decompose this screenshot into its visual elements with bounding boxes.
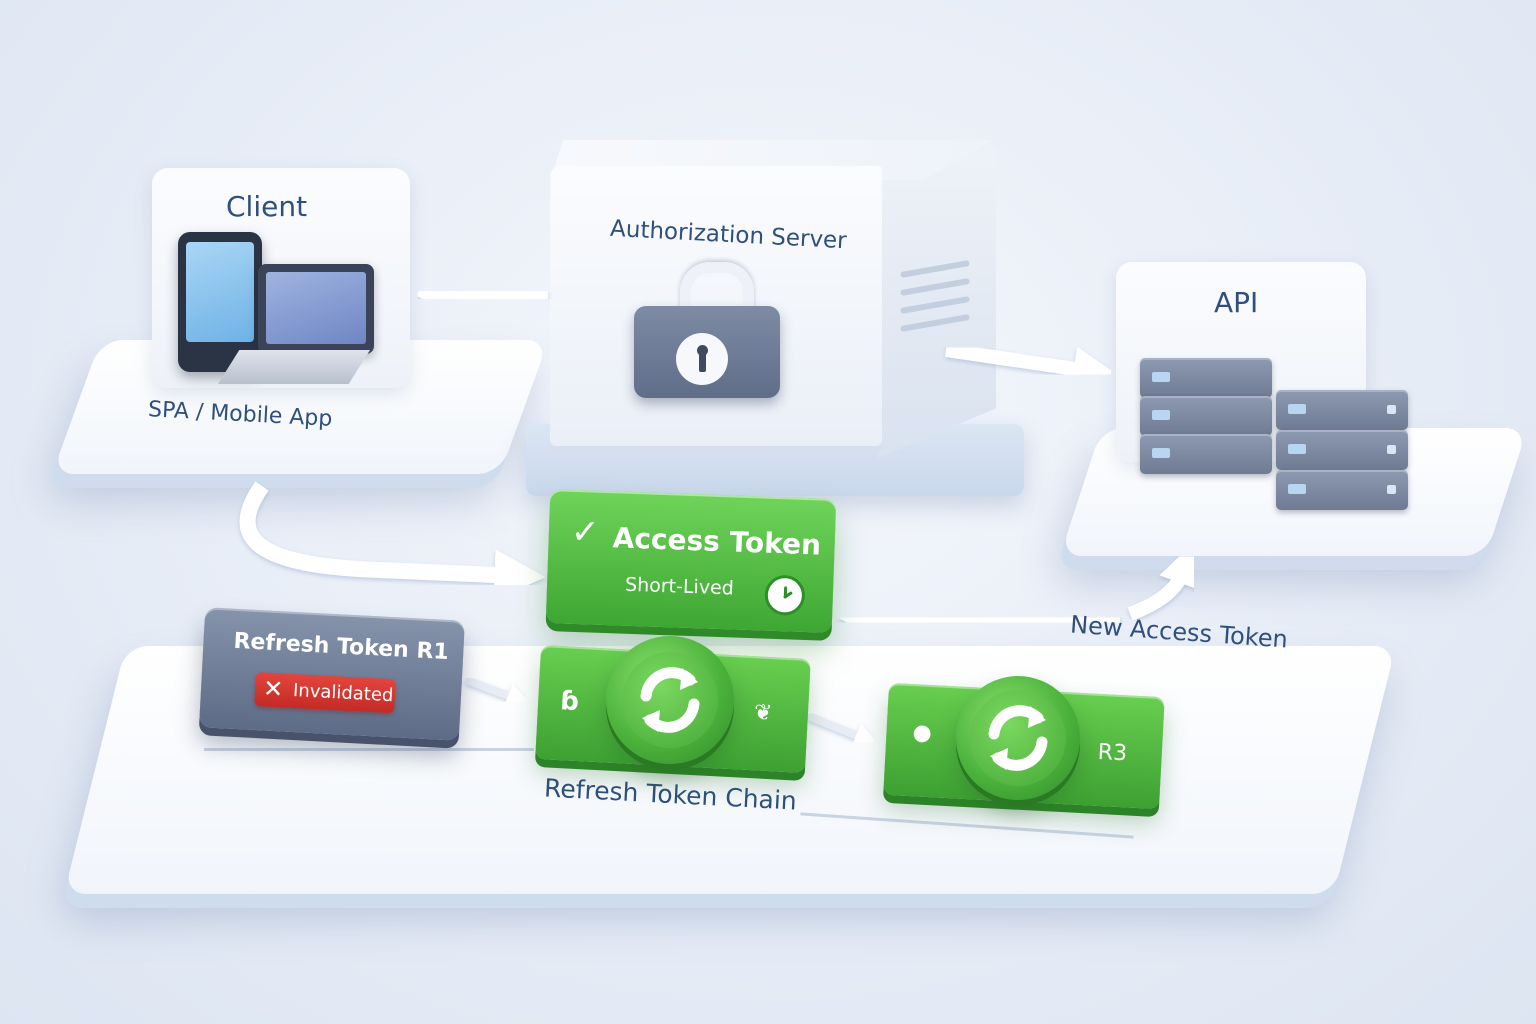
chain-rule-line xyxy=(204,748,534,751)
access-token-card: ✓ Access Token Short-Lived xyxy=(545,489,837,633)
refresh-icon xyxy=(988,705,1048,771)
arrow-server-to-api xyxy=(944,343,1119,391)
invalidated-badge: ✕ Invalidated xyxy=(254,672,396,714)
refresh-icon xyxy=(640,667,700,733)
keyhole-stem xyxy=(699,352,706,372)
refresh-token-r1-card: Refresh Token R1 ✕ Invalidated xyxy=(199,607,465,741)
access-token-title: Access Token xyxy=(612,521,822,562)
server-rack-icon xyxy=(1276,430,1408,470)
server-rack-icon xyxy=(1140,358,1272,398)
phone-screen xyxy=(186,242,254,342)
arrow-r1-to-r2 xyxy=(464,676,533,708)
token-glyph-left: ɓ xyxy=(559,686,580,718)
laptop-screen xyxy=(266,272,366,344)
invalidated-badge-label: Invalidated xyxy=(292,680,394,707)
access-token-subtitle: Short-Lived xyxy=(624,573,735,600)
server-rack-icon xyxy=(1276,390,1408,430)
arrow-new-access-token xyxy=(837,595,1121,641)
token-dot: ● xyxy=(911,720,933,747)
keyhole xyxy=(697,345,708,356)
arrow-r2-to-r3 xyxy=(806,712,880,748)
arrow-client-to-access-token xyxy=(239,481,546,601)
server-rack-icon xyxy=(1276,470,1408,510)
refresh-token-r3-label: R3 xyxy=(1097,739,1128,767)
server-rack-icon xyxy=(1140,396,1272,436)
x-icon: ✕ xyxy=(262,674,284,704)
arrow-to-api-up xyxy=(1127,540,1202,621)
leaf-icon: ❦ xyxy=(753,700,773,727)
refresh-token-r1-title: Refresh Token R1 xyxy=(232,628,450,666)
check-icon: ✓ xyxy=(570,511,601,553)
arrow-server-to-client xyxy=(407,270,549,316)
server-rack-icon xyxy=(1140,434,1272,474)
lock-shackle xyxy=(680,262,754,333)
client-title: Client xyxy=(226,190,308,223)
clock-icon xyxy=(764,574,806,616)
laptop-keyboard xyxy=(218,350,370,384)
api-title: API xyxy=(1214,286,1259,319)
